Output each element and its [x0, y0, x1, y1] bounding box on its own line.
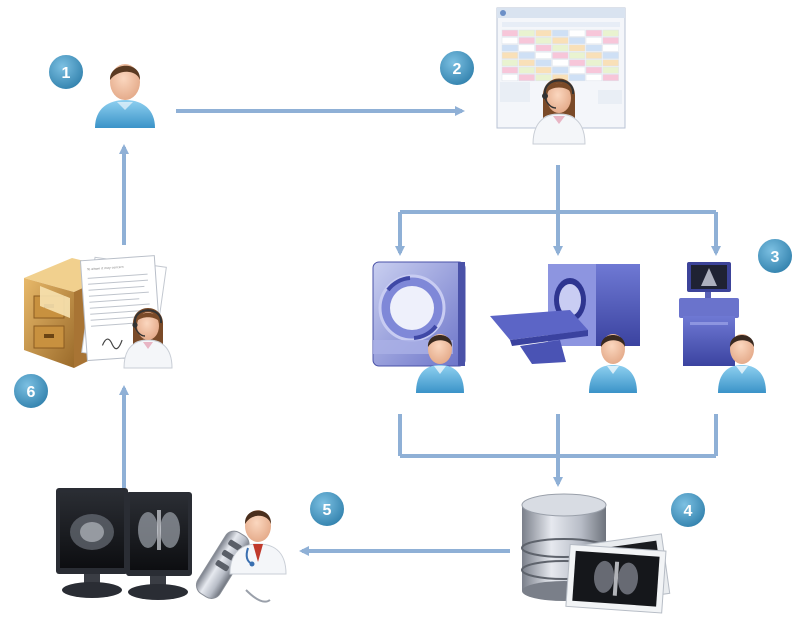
technologist-icon [416, 334, 464, 393]
calendar-cell [552, 37, 569, 45]
calendar-cell [552, 66, 569, 74]
calendar-cell [568, 44, 586, 52]
calendar-cell [602, 66, 619, 74]
step-badge-4: 4 [669, 491, 707, 529]
technologist-icon [589, 334, 637, 393]
calendar-cell [518, 51, 535, 59]
ct-scanner-icon [490, 264, 640, 364]
calendar-cell [518, 29, 535, 37]
calendar-cell [501, 74, 519, 82]
imaging-modalities-icon [372, 261, 766, 393]
calendar-cell [535, 66, 552, 74]
calendar-cell [535, 74, 552, 82]
calendar-cell [585, 74, 603, 82]
calendar-cell [501, 29, 519, 37]
step-badge-1: 1 [47, 53, 85, 91]
step-badge-3: 3 [756, 237, 794, 275]
radiologist-icon [229, 510, 287, 575]
step-number: 4 [684, 503, 693, 520]
monitor-right-icon [126, 492, 192, 600]
calendar-cell [585, 59, 603, 67]
dictation-microphone-icon [195, 530, 271, 603]
technologist-icon [718, 334, 766, 393]
calendar-cell [518, 66, 535, 74]
patient-icon [95, 64, 155, 128]
calendar-cell [585, 37, 603, 45]
calendar-cell [518, 44, 535, 52]
calendar-cell [535, 59, 552, 67]
scheduling-receptionist-icon [496, 7, 626, 145]
calendar-cell [585, 51, 603, 59]
calendar-cell [568, 74, 586, 82]
report-records-icon: To whom it may concern [24, 255, 173, 369]
calendar-cell [602, 37, 619, 45]
step-number: 3 [771, 249, 780, 266]
calendar-cell [585, 29, 603, 37]
calendar-cell [568, 29, 586, 37]
calendar-cell [552, 44, 569, 52]
calendar-cell [568, 66, 586, 74]
calendar-cell [602, 74, 619, 82]
calendar-cell [535, 29, 552, 37]
xray-films-icon [565, 533, 671, 614]
step-number: 1 [62, 65, 71, 82]
step-badge-6: 6 [12, 372, 50, 410]
connectors [119, 106, 721, 556]
calendar-cell [602, 51, 619, 59]
calendar-cell [501, 37, 519, 45]
image-archive-database-icon [521, 493, 671, 614]
calendar-cell [585, 44, 603, 52]
receptionist-icon [123, 308, 173, 369]
calendar-cell [552, 29, 569, 37]
calendar-cell [535, 44, 552, 52]
calendar-cell [602, 44, 619, 52]
calendar-cell [518, 37, 535, 45]
step-badge-5: 5 [308, 490, 346, 528]
calendar-cell [568, 51, 586, 59]
calendar-cell [602, 29, 619, 37]
receptionist-icon [532, 78, 586, 145]
svg-text:To whom it may concern: To whom it may concern [86, 265, 124, 272]
step-number: 2 [453, 61, 462, 78]
calendar-cell [518, 59, 535, 67]
calendar-cell [501, 44, 519, 52]
radiologist-reading-workstation-icon [56, 488, 287, 603]
calendar-cell [501, 66, 519, 74]
calendar-cell [535, 51, 552, 59]
step-badge-2: 2 [438, 49, 476, 87]
calendar-cell [585, 66, 603, 74]
calendar-cell [501, 51, 519, 59]
calendar-cell [518, 74, 535, 82]
calendar-cell [552, 59, 569, 67]
calendar-cell [535, 37, 552, 45]
calendar-cell [568, 59, 586, 67]
calendar-cell [552, 51, 569, 59]
ultrasound-machine-icon [679, 262, 739, 366]
step-number: 6 [27, 384, 36, 401]
calendar-cell [501, 59, 519, 67]
step-number: 5 [323, 502, 332, 519]
calendar-cell [602, 59, 619, 67]
calendar-cell [568, 37, 586, 45]
monitor-left-icon [56, 488, 128, 598]
